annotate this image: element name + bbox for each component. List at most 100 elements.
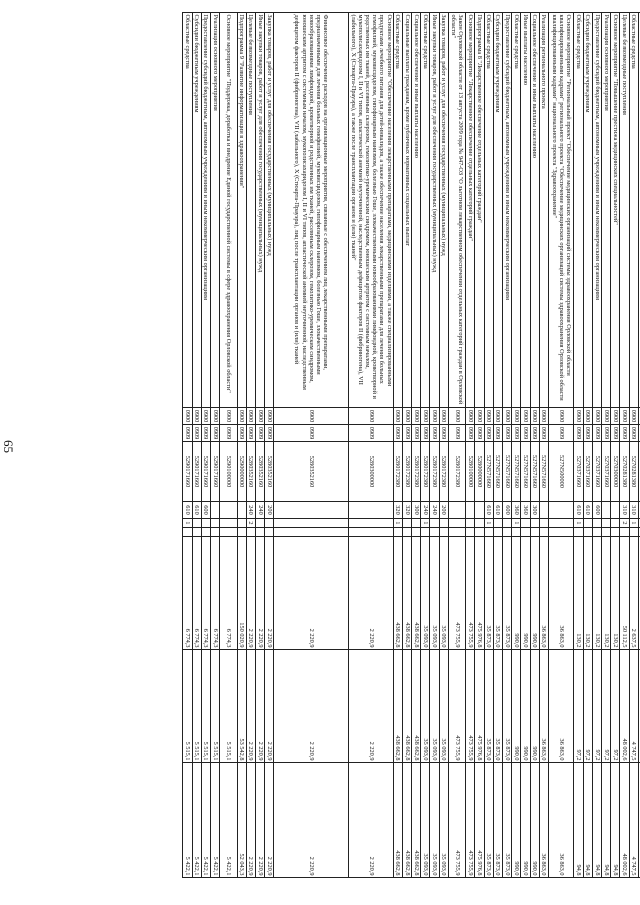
source-code-cell	[530, 518, 540, 528]
extra-code-cell	[411, 527, 421, 537]
target-article-cell: 5280172380	[393, 441, 403, 502]
amount-year-3-cell: 35 093,0	[439, 762, 449, 878]
section-code-cell: 0900	[182, 407, 193, 425]
budget-table: Публичные нормативные социальные выплаты…	[182, 12, 640, 878]
extra-code-cell	[439, 527, 449, 537]
amount-year-2-cell: 475 976,8	[474, 649, 485, 763]
amount-year-2-cell: 4 747,5	[629, 649, 639, 763]
section-code-cell: 0900	[210, 407, 220, 425]
subsection-code-cell: 0909	[237, 424, 247, 442]
amount-year-1-cell: 2 220,9	[273, 536, 349, 650]
amount-year-1-cell: 35 093,0	[420, 536, 430, 650]
source-code-cell: 1	[393, 518, 403, 528]
row-name-cell: Иные выплаты населению	[520, 12, 531, 408]
expense-type-cell	[474, 501, 485, 519]
source-code-cell: 1	[484, 518, 494, 528]
section-code-cell: 0900	[273, 407, 349, 425]
amount-year-2-cell: 48 002,6	[619, 649, 630, 763]
source-code-cell	[429, 518, 440, 528]
section-code-cell: 0900	[255, 407, 265, 425]
amount-year-2-cell: 990,0	[520, 649, 531, 763]
extra-code-cell	[273, 527, 349, 537]
target-article-cell: 5270281380	[629, 441, 639, 502]
target-article-cell: 5280000000	[474, 441, 485, 502]
target-article-cell: 5280172380	[420, 441, 430, 502]
source-code-cell	[493, 518, 503, 528]
expense-type-cell: 310	[619, 501, 630, 519]
target-article-cell: 527N571660	[484, 441, 494, 502]
target-article-cell: 5280172380	[439, 441, 449, 502]
amount-year-1-cell: 2 220,9	[246, 536, 256, 650]
amount-year-2-cell: 438 662,8	[402, 649, 412, 763]
subsection-code-cell: 0909	[484, 424, 494, 442]
row-name-cell: Предоставление субсидий бюджетным, автон…	[201, 12, 211, 408]
amount-year-2-cell: 473 755,9	[448, 649, 466, 763]
amount-year-2-cell: 2 220,9	[264, 649, 274, 763]
extra-code-cell	[629, 527, 639, 537]
expense-type-cell: 240	[246, 501, 256, 519]
subsection-code-cell: 0909	[583, 424, 593, 442]
amount-year-1-cell: 6 774,3	[192, 536, 202, 650]
row-name-cell: Областные средства	[511, 12, 521, 408]
amount-year-1-cell: 438 662,8	[411, 536, 421, 650]
amount-year-2-cell: 35 873,0	[493, 649, 503, 763]
section-code-cell: 0900	[511, 407, 521, 425]
extra-code-cell	[539, 527, 549, 537]
source-code-cell	[520, 518, 531, 528]
source-code-cell: 1	[574, 518, 584, 528]
amount-year-1-cell: 36 863,0	[548, 536, 574, 650]
target-article-cell: 5290171660	[210, 441, 220, 502]
amount-year-3-cell: 35 873,0	[493, 762, 503, 878]
target-article-cell: 5290171660	[192, 441, 202, 502]
table-row: Основное мероприятие "Региональный проек…	[548, 12, 574, 878]
row-name-cell: Иные закупки товаров, работ и услуг для …	[255, 12, 265, 408]
table-row: Иные закупки товаров, работ и услуг для …	[429, 12, 440, 878]
target-article-cell: 5290000000	[237, 441, 247, 502]
expense-type-cell: 300	[530, 501, 540, 519]
extra-code-cell	[583, 527, 593, 537]
extra-code-cell	[493, 527, 503, 537]
target-article-cell: 5280172380	[402, 441, 412, 502]
row-name-cell: Реализация основного мероприятия	[210, 12, 220, 408]
amount-year-3-cell: 2 220,9	[264, 762, 274, 878]
section-code-cell: 0900	[548, 407, 574, 425]
target-article-cell: 5280172380	[448, 441, 466, 502]
subsection-code-cell: 0909	[210, 424, 220, 442]
source-code-cell	[548, 518, 574, 528]
amount-year-3-cell: 94,8	[583, 762, 593, 878]
source-code-cell	[439, 518, 449, 528]
amount-year-2-cell: 36 863,0	[539, 649, 549, 763]
amount-year-3-cell: 36 863,0	[548, 762, 574, 878]
subsection-code-cell: 0909	[393, 424, 403, 442]
extra-code-cell	[484, 527, 494, 537]
row-name-cell: Субсидии бюджетным учреждениям	[192, 12, 202, 408]
expense-type-cell	[237, 501, 247, 519]
row-name-cell: Закупка товаров, работ и услуг для обесп…	[264, 12, 274, 408]
amount-year-3-cell: 94,8	[574, 762, 584, 878]
subsection-code-cell: 0909	[273, 424, 349, 442]
amount-year-1-cell: 990,0	[520, 536, 531, 650]
source-code-cell	[273, 518, 349, 528]
row-name-cell: Закупка товаров, работ и услуг для обесп…	[439, 12, 449, 408]
section-code-cell: 0900	[601, 407, 611, 425]
source-code-cell	[610, 518, 620, 528]
row-name-cell: Иные закупки товаров, работ и услуг для …	[429, 12, 440, 408]
amount-year-2-cell: 2 220,9	[348, 649, 394, 763]
target-article-cell: 5270371660	[574, 441, 584, 502]
amount-year-3-cell: 36 863,0	[539, 762, 549, 878]
extra-code-cell	[201, 527, 211, 537]
amount-year-3-cell: 990,0	[530, 762, 540, 878]
source-code-cell	[348, 518, 394, 528]
amount-year-1-cell: 2 220,9	[255, 536, 265, 650]
subsection-code-cell: 0909	[246, 424, 256, 442]
section-code-cell: 0900	[592, 407, 602, 425]
amount-year-2-cell: 473 755,9	[465, 649, 475, 763]
row-name-cell: Областные средства	[574, 12, 584, 408]
extra-code-cell	[465, 527, 475, 537]
row-name-cell: Социальное обеспечение и иные выплаты на…	[411, 12, 421, 408]
